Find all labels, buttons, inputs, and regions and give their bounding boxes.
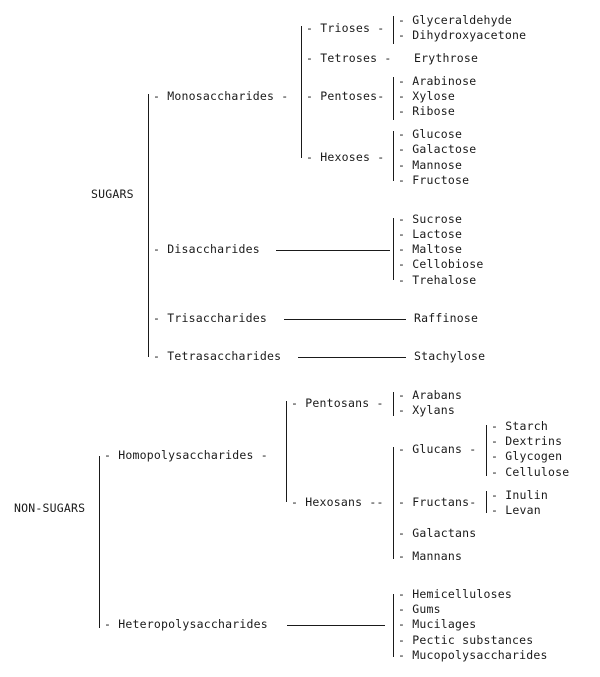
node-disaccharides: - Disaccharides [153,242,260,256]
bracket-disaccharides [393,218,395,280]
leaf-galactose: - Galactose [398,142,477,156]
bracket-fructans [486,491,488,513]
leaf-stachylose: Stachylose [414,349,486,363]
bracket-hexoses [393,131,395,181]
leaf-maltose: - Maltose [398,242,463,256]
bracket-trioses [393,16,395,44]
leaf-raffinose: Raffinose [414,311,479,325]
leaf-glyceraldehyde: - Glyceraldehyde [398,13,512,27]
leaf-mannose: - Mannose [398,158,463,172]
bracket-pentoses [393,77,395,120]
leaf-starch: - Starch [491,419,548,433]
leaf-trehalose: - Trehalose [398,273,477,287]
leaf-cellobiose: - Cellobiose [398,257,484,271]
leaf-arabinose: - Arabinose [398,74,477,88]
leaf-pectic-substances: - Pectic substances [398,633,534,647]
leaf-glucose: - Glucose [398,127,463,141]
node-pentoses: - Pentoses- [306,89,385,103]
node-trisaccharides: - Trisaccharides [153,311,267,325]
node-hexosans: - Hexosans -- [291,495,384,509]
node-glucans: - Glucans - [398,442,477,456]
leaf-fructose: - Fructose [398,173,470,187]
leaf-xylans: - Xylans [398,403,455,417]
leaf-levan: - Levan [491,503,541,517]
leaf-arabans: - Arabans [398,388,463,402]
bracket-hexosans [393,447,395,559]
node-galactans: - Galactans [398,526,477,540]
node-monosaccharides: - Monosaccharides - [153,89,289,103]
leaf-xylose: - Xylose [398,89,455,103]
node-sugars: SUGARS [91,187,134,201]
bracket-pentosans [393,392,395,416]
leaf-erythrose: Erythrose [414,51,479,65]
connector-trisaccharides [284,319,406,321]
node-heteropolysaccharides: - Heteropolysaccharides [104,617,268,631]
leaf-mucilages: - Mucilages [398,617,477,631]
connector-heteropolysaccharides [287,625,385,627]
bracket-heteropolysaccharides [393,594,395,657]
node-homopolysaccharides: - Homopolysaccharides - [104,448,268,462]
bracket-non-sugars [99,456,101,628]
connector-tetrasaccharides [298,357,406,359]
bracket-glucans [486,425,488,476]
node-trioses: - Trioses - [306,21,385,35]
bracket-monosaccharides [301,26,303,158]
bracket-sugars [148,94,150,357]
node-fructans: - Fructans- [398,495,477,509]
leaf-glycogen: - Glycogen [491,449,563,463]
node-non-sugars: NON-SUGARS [14,501,86,515]
node-pentosans: - Pentosans - [291,396,384,410]
leaf-cellulose: - Cellulose [491,465,570,479]
node-hexoses: - Hexoses - [306,150,385,164]
node-tetrasaccharides: - Tetrasaccharides [153,349,282,363]
leaf-hemicelluloses: - Hemicelluloses [398,587,512,601]
leaf-sucrose: - Sucrose [398,212,463,226]
leaf-ribose: - Ribose [398,104,455,118]
leaf-inulin: - Inulin [491,488,548,502]
leaf-mucopolysaccharides: - Mucopolysaccharides [398,648,548,662]
leaf-gums: - Gums [398,602,441,616]
leaf-lactose: - Lactose [398,227,463,241]
bracket-homopolysaccharides [286,401,288,502]
node-mannans: - Mannans [398,549,463,563]
leaf-dextrins: - Dextrins [491,434,563,448]
node-tetroses: - Tetroses - [306,51,392,65]
leaf-dihydroxyacetone: - Dihydroxyacetone [398,28,527,42]
connector-disaccharides [276,250,390,252]
